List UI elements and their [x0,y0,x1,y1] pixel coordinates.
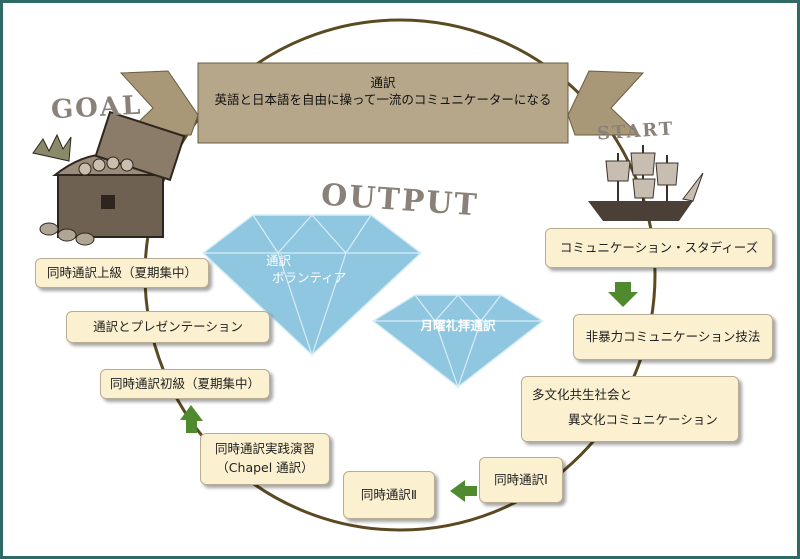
diagram-artwork [32,18,704,532]
step-label-line-1: 同時通訳実践演習 [214,441,315,456]
step-interpreting-2: 同時通訳Ⅱ [343,471,435,519]
step-label-line-2: 異文化コミュニケーション [568,412,718,428]
step-interpreting-1: 同時通訳Ⅰ [479,457,563,503]
step-label: 通訳とプレゼンテーション [93,319,243,335]
step-presentation: 通訳とプレゼンテーション [66,311,270,343]
banner-line-1: 通訳 [370,75,396,90]
arrow-icon-down [608,282,638,307]
ribbon-banner [119,62,645,144]
step-label: 同時通訳初級（夏期集中） [109,376,260,392]
arrow-icon-left [450,480,477,502]
sailing-ship-icon [588,145,704,221]
gem-label-line-2: ボランティア [272,269,347,285]
step-label: 同時通訳上級（夏期集中） [46,265,197,281]
step-multicultural: 多文化共生社会と 異文化コミュニケーション [521,376,739,442]
step-label-line-2: （Chapel 通訳） [216,460,314,476]
gem-label-volunteer: 通訳 ボランティア [258,253,358,287]
step-label: 同時通訳Ⅱ [360,487,418,503]
step-nonviolent-communication: 非暴力コミュニケーション技法 [573,314,773,360]
step-communication-studies: コミュニケーション・スタディーズ [545,228,773,268]
gem-label-line-1: 通訳 [266,253,292,268]
step-label-line-1: 多文化共生社会と [532,387,633,402]
diamond-icon [201,214,423,357]
diamond-icon-small [371,294,545,389]
step-beginner-intensive: 同時通訳初級（夏期集中） [100,369,270,399]
step-label: 非暴力コミュニケーション技法 [585,329,761,345]
step-label: コミュニケーション・スタディーズ [559,240,759,256]
step-advanced-intensive: 同時通訳上級（夏期集中） [35,258,209,288]
arrow-icon-up [180,405,203,433]
banner-line-2: 英語と日本語を自由に操って一流のコミュニケーターになる [214,91,552,107]
step-label: 同時通訳Ⅰ [494,472,548,488]
step-practicum: 同時通訳実践演習 （Chapel 通訳） [200,433,330,485]
gem-label-chapel: 月曜礼拝通訳 [420,318,496,333]
goal-stamp: GOAL [50,90,144,126]
treasure-chest-icon [32,110,186,246]
banner-title: 通訳 英語と日本語を自由に操って一流のコミュニケーターになる [203,75,563,109]
